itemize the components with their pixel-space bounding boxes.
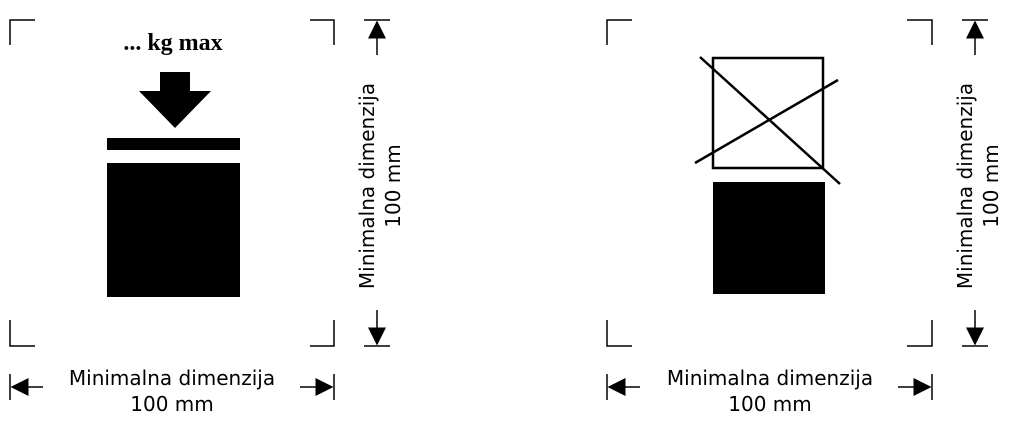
right-corner-marks: [606, 19, 933, 347]
dimension-value: 100 mm: [979, 144, 1003, 228]
left-corner-marks: [9, 19, 335, 347]
dimension-label: Minimalna dimenzija: [355, 83, 379, 289]
load-bar: [107, 138, 240, 150]
right-vertical-dimension: Minimalna dimenzija 100 mm: [953, 19, 1003, 347]
left-horizontal-dimension: Minimalna dimenzija 100 mm: [9, 366, 335, 416]
corner-mark-top-left: [606, 19, 632, 45]
left-vertical-dimension: Minimalna dimenzija 100 mm: [355, 19, 405, 347]
corner-mark-top-right: [310, 19, 335, 45]
corner-mark-bottom-right: [907, 320, 933, 347]
down-arrow-icon: [139, 72, 211, 128]
weight-label: ... kg max: [123, 30, 222, 56]
left-label: ... kg max Minimalna dimenzija 100 mm Mi…: [9, 19, 405, 416]
dimension-label: Minimalna dimenzija: [667, 366, 873, 390]
corner-mark-bottom-left: [9, 320, 35, 347]
dimension-label: Minimalna dimenzija: [69, 366, 275, 390]
dimension-label: Minimalna dimenzija: [953, 83, 977, 289]
corner-mark-top-right: [907, 19, 933, 45]
dimension-value: 100 mm: [130, 392, 214, 416]
dimension-value: 100 mm: [381, 144, 405, 228]
dimension-value: 100 mm: [728, 392, 812, 416]
corner-mark-bottom-left: [606, 320, 632, 347]
right-label: Minimalna dimenzija 100 mm Minimalna dim…: [606, 19, 1003, 416]
crossed-box-icon: [694, 56, 841, 185]
package-icon: [107, 163, 240, 297]
corner-mark-bottom-right: [310, 320, 335, 347]
package-icon: [713, 182, 825, 294]
corner-mark-top-left: [9, 19, 35, 45]
right-horizontal-dimension: Minimalna dimenzija 100 mm: [606, 366, 933, 416]
